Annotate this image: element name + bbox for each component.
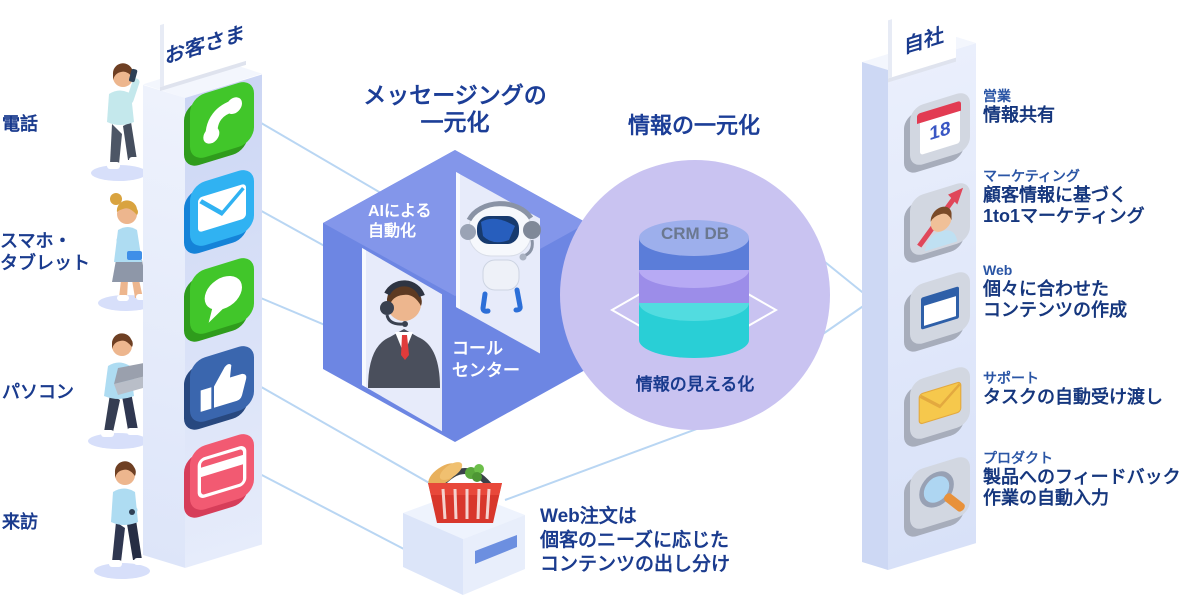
- call-center-agent: [368, 280, 440, 388]
- dept-marketing-desc: 顧客情報に基づく 1to1マーケティング: [983, 185, 1145, 226]
- dept-web-name: Web: [983, 262, 1013, 278]
- marketing-person-icon: [910, 179, 970, 259]
- visitor-walking: [94, 461, 150, 579]
- woman-with-tablet: [98, 193, 154, 311]
- persona-label-pc: パソコン: [2, 382, 74, 402]
- crm-db-group: [609, 220, 779, 359]
- mail-icon: [190, 166, 254, 250]
- web-order-box: [403, 462, 525, 595]
- call-center-label: コール センター: [452, 339, 520, 380]
- dept-product-desc: 製品へのフィードバック 作業の自動入力: [983, 467, 1181, 508]
- person-on-phone: [91, 63, 147, 181]
- box-slot: [475, 535, 517, 564]
- messaging-title: メッセージングの 一元化: [363, 82, 547, 136]
- dept-sales: 営業 情報共有: [983, 88, 1055, 126]
- company-tower-side: [862, 62, 888, 570]
- dept-support-name: サポート: [983, 370, 1039, 386]
- visualization-label: 情報の見える化: [635, 375, 755, 394]
- dept-sales-desc: 情報共有: [983, 105, 1055, 125]
- web-order-note: Web注文は 個客のニーズに応じた コンテンツの出し分け: [540, 506, 731, 575]
- dept-product-name: プロダクト: [983, 450, 1053, 466]
- crm-db-label: CRM DB: [661, 224, 729, 243]
- dept-web-desc: 個々に合わせた コンテンツの作成: [983, 279, 1127, 320]
- card-icon: [190, 430, 254, 514]
- chat-icon: [190, 254, 254, 338]
- dept-sales-name: 営業: [983, 88, 1011, 104]
- chatbot-robot: [460, 201, 541, 314]
- dept-support: サポート タスクの自動受け渡し: [983, 370, 1163, 408]
- information-title: 情報の一元化: [627, 113, 760, 138]
- thumbs-up-icon: [190, 342, 254, 426]
- dept-marketing: マーケティング 顧客情報に基づく 1to1マーケティング: [983, 168, 1145, 227]
- customer-tower-side: [143, 85, 185, 568]
- man-with-laptop: [88, 333, 150, 449]
- crm-db-cylinder: [639, 220, 749, 358]
- phone-icon: [190, 78, 254, 162]
- ai-automation-label: AIによる 自動化: [368, 203, 432, 240]
- persona-label-phone: 電話: [2, 114, 38, 134]
- dept-product: プロダクト 製品へのフィードバック 作業の自動入力: [983, 450, 1181, 509]
- dept-support-desc: タスクの自動受け渡し: [983, 387, 1163, 407]
- dept-marketing-name: マーケティング: [983, 168, 1080, 184]
- envelope-icon: [910, 363, 970, 443]
- customer-sign-label: お客さま: [165, 21, 245, 69]
- company-sign-label: 自社: [904, 23, 944, 59]
- line-card-to-basket: [255, 471, 426, 561]
- magnifier-icon: [910, 453, 970, 533]
- dept-web: Web 個々に合わせた コンテンツの作成: [983, 262, 1127, 321]
- persona-label-tablet: スマホ・ タブレット: [0, 231, 90, 273]
- persona-label-visit: 来訪: [2, 512, 38, 532]
